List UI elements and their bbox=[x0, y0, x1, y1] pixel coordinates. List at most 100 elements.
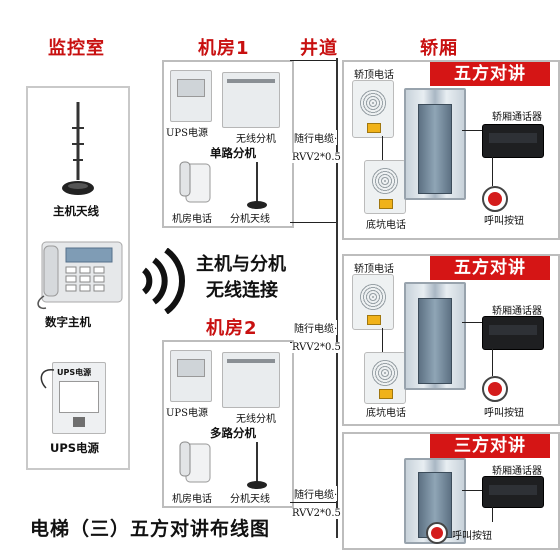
s3-call-button-red bbox=[431, 527, 443, 539]
mr1-phone-icon bbox=[179, 161, 211, 203]
s2-pit-phone-device bbox=[364, 352, 406, 404]
s1-top-grill bbox=[359, 89, 387, 117]
mr2-antenna-icon bbox=[247, 442, 267, 489]
mr2-ups-label: UPS电源 bbox=[166, 408, 209, 419]
s1-top-phone-device bbox=[352, 80, 394, 138]
s3-call-button-icon bbox=[426, 522, 448, 544]
mr2-antenna-label: 分机天线 bbox=[230, 494, 270, 505]
mr1-ups-label: UPS电源 bbox=[166, 128, 209, 139]
machine-room-1-frame bbox=[162, 60, 294, 228]
ups-panel bbox=[59, 381, 99, 413]
mr2-type-label: 多路分机 bbox=[210, 426, 256, 440]
mr2-ups-device bbox=[170, 350, 212, 402]
cable-label-1c: 随行电缆· bbox=[294, 486, 338, 501]
s1-car-link bbox=[462, 130, 482, 131]
s3-car-link bbox=[462, 490, 482, 491]
mr1-bottom-connector bbox=[290, 222, 336, 223]
digital-host-icon bbox=[37, 241, 123, 310]
s2-elevator-door bbox=[418, 298, 452, 384]
s3-intercom-panel bbox=[489, 485, 537, 495]
diagram-title: 电梯（三）五方对讲布线图 bbox=[30, 518, 271, 540]
section-3-badge: 三方对讲 bbox=[430, 434, 550, 458]
s1-pit-phone-device bbox=[364, 160, 406, 214]
host-antenna-icon bbox=[62, 102, 94, 195]
s1-top-phone-label: 轿顶电话 bbox=[354, 70, 394, 81]
s2-call-button-red bbox=[488, 382, 502, 396]
mr1-ups-device bbox=[170, 70, 212, 122]
s2-pit-grill bbox=[371, 359, 399, 387]
ups-cord-icon bbox=[40, 369, 55, 389]
s1-pit-grill bbox=[371, 167, 399, 195]
mr1-ups-panel bbox=[177, 79, 205, 97]
s3-call-button-label: 呼叫按钮 bbox=[452, 531, 492, 542]
section-3-frame bbox=[342, 432, 560, 550]
s1-call-button-icon bbox=[482, 186, 508, 212]
s1-call-button-label: 呼叫按钮 bbox=[484, 216, 524, 227]
mr2-phone-label: 机房电话 bbox=[172, 494, 212, 505]
s1-elevator-car bbox=[404, 88, 466, 200]
s2-call-button-label: 呼叫按钮 bbox=[484, 408, 524, 419]
s2-top-grill bbox=[359, 283, 387, 311]
machine-room-2-frame bbox=[162, 340, 294, 508]
s2-car-intercom-label: 轿厢通话器 bbox=[492, 306, 542, 317]
mr1-type-label: 单路分机 bbox=[210, 146, 256, 160]
s2-car-intercom-device bbox=[482, 316, 544, 350]
mr2-bottom-connector bbox=[290, 502, 336, 503]
shaft-trunk-cable bbox=[336, 58, 338, 538]
section-1-frame bbox=[342, 60, 560, 240]
s1-intercom-panel bbox=[489, 133, 537, 143]
cable-label-1a: 随行电缆· bbox=[294, 130, 338, 145]
s3-car-intercom-label: 轿厢通话器 bbox=[492, 466, 542, 477]
mr1-phone-label: 机房电话 bbox=[172, 214, 212, 225]
s1-car-intercom-device bbox=[482, 124, 544, 158]
cable-label-2a: RVV2*0.5 bbox=[292, 152, 341, 163]
s1-call-button-red bbox=[488, 192, 502, 206]
s1-button-link bbox=[492, 156, 493, 186]
mr2-extension-device bbox=[222, 352, 280, 408]
control-ups-device-text: UPS电源 bbox=[57, 368, 92, 377]
mr1-extension-label: 无线分机 bbox=[236, 134, 276, 145]
cable-label-1b: 随行电缆· bbox=[294, 320, 338, 335]
s2-button-link bbox=[492, 348, 493, 376]
section-2-frame bbox=[342, 254, 560, 426]
s2-top-phone-label: 轿顶电话 bbox=[354, 264, 394, 275]
wireless-line-2: 无线连接 bbox=[206, 280, 278, 301]
mr1-top-connector bbox=[290, 60, 336, 61]
header-shaft: 井道 bbox=[300, 38, 338, 59]
s1-top-button bbox=[367, 123, 381, 133]
s1-phone-link bbox=[382, 136, 383, 160]
control-room-frame bbox=[26, 86, 130, 470]
mr2-extension-label: 无线分机 bbox=[236, 414, 276, 425]
s1-pit-button bbox=[379, 199, 393, 209]
cable-label-2b: RVV2*0.5 bbox=[292, 342, 341, 353]
s3-car-intercom-device bbox=[482, 476, 544, 508]
s2-pit-button bbox=[379, 389, 393, 399]
mr1-antenna-icon bbox=[247, 162, 267, 209]
s2-call-button-icon bbox=[482, 376, 508, 402]
s2-pit-phone-label: 底坑电话 bbox=[366, 408, 406, 419]
wireless-line-1: 主机与分机 bbox=[196, 254, 286, 275]
digital-host-label: 数字主机 bbox=[45, 315, 91, 329]
s2-top-phone-device bbox=[352, 274, 394, 330]
control-ups-device: UPS电源 bbox=[52, 362, 106, 434]
wireless-signal-icon bbox=[141, 248, 185, 314]
mr2-ups-panel bbox=[177, 359, 205, 377]
ups-port bbox=[73, 417, 85, 427]
mr1-antenna-label: 分机天线 bbox=[230, 214, 270, 225]
s2-car-link bbox=[462, 322, 482, 323]
host-antenna-label: 主机天线 bbox=[53, 204, 99, 218]
header-control-room: 监控室 bbox=[48, 38, 105, 59]
s3-button-link bbox=[492, 506, 493, 522]
cable-label-2c: RVV2*0.5 bbox=[292, 508, 341, 519]
s2-phone-link bbox=[382, 328, 383, 352]
s2-intercom-panel bbox=[489, 325, 537, 335]
header-car: 轿厢 bbox=[420, 38, 458, 59]
s2-elevator-car bbox=[404, 282, 466, 390]
control-ups-label: UPS电源 bbox=[50, 441, 100, 455]
mr1-ext-stripe bbox=[227, 79, 275, 83]
mr2-phone-icon bbox=[179, 441, 211, 483]
mr2-ext-stripe bbox=[227, 359, 275, 363]
section-1-badge: 五方对讲 bbox=[430, 62, 550, 86]
section-2-badge: 五方对讲 bbox=[430, 256, 550, 280]
header-machine-room-1: 机房1 bbox=[198, 38, 250, 59]
